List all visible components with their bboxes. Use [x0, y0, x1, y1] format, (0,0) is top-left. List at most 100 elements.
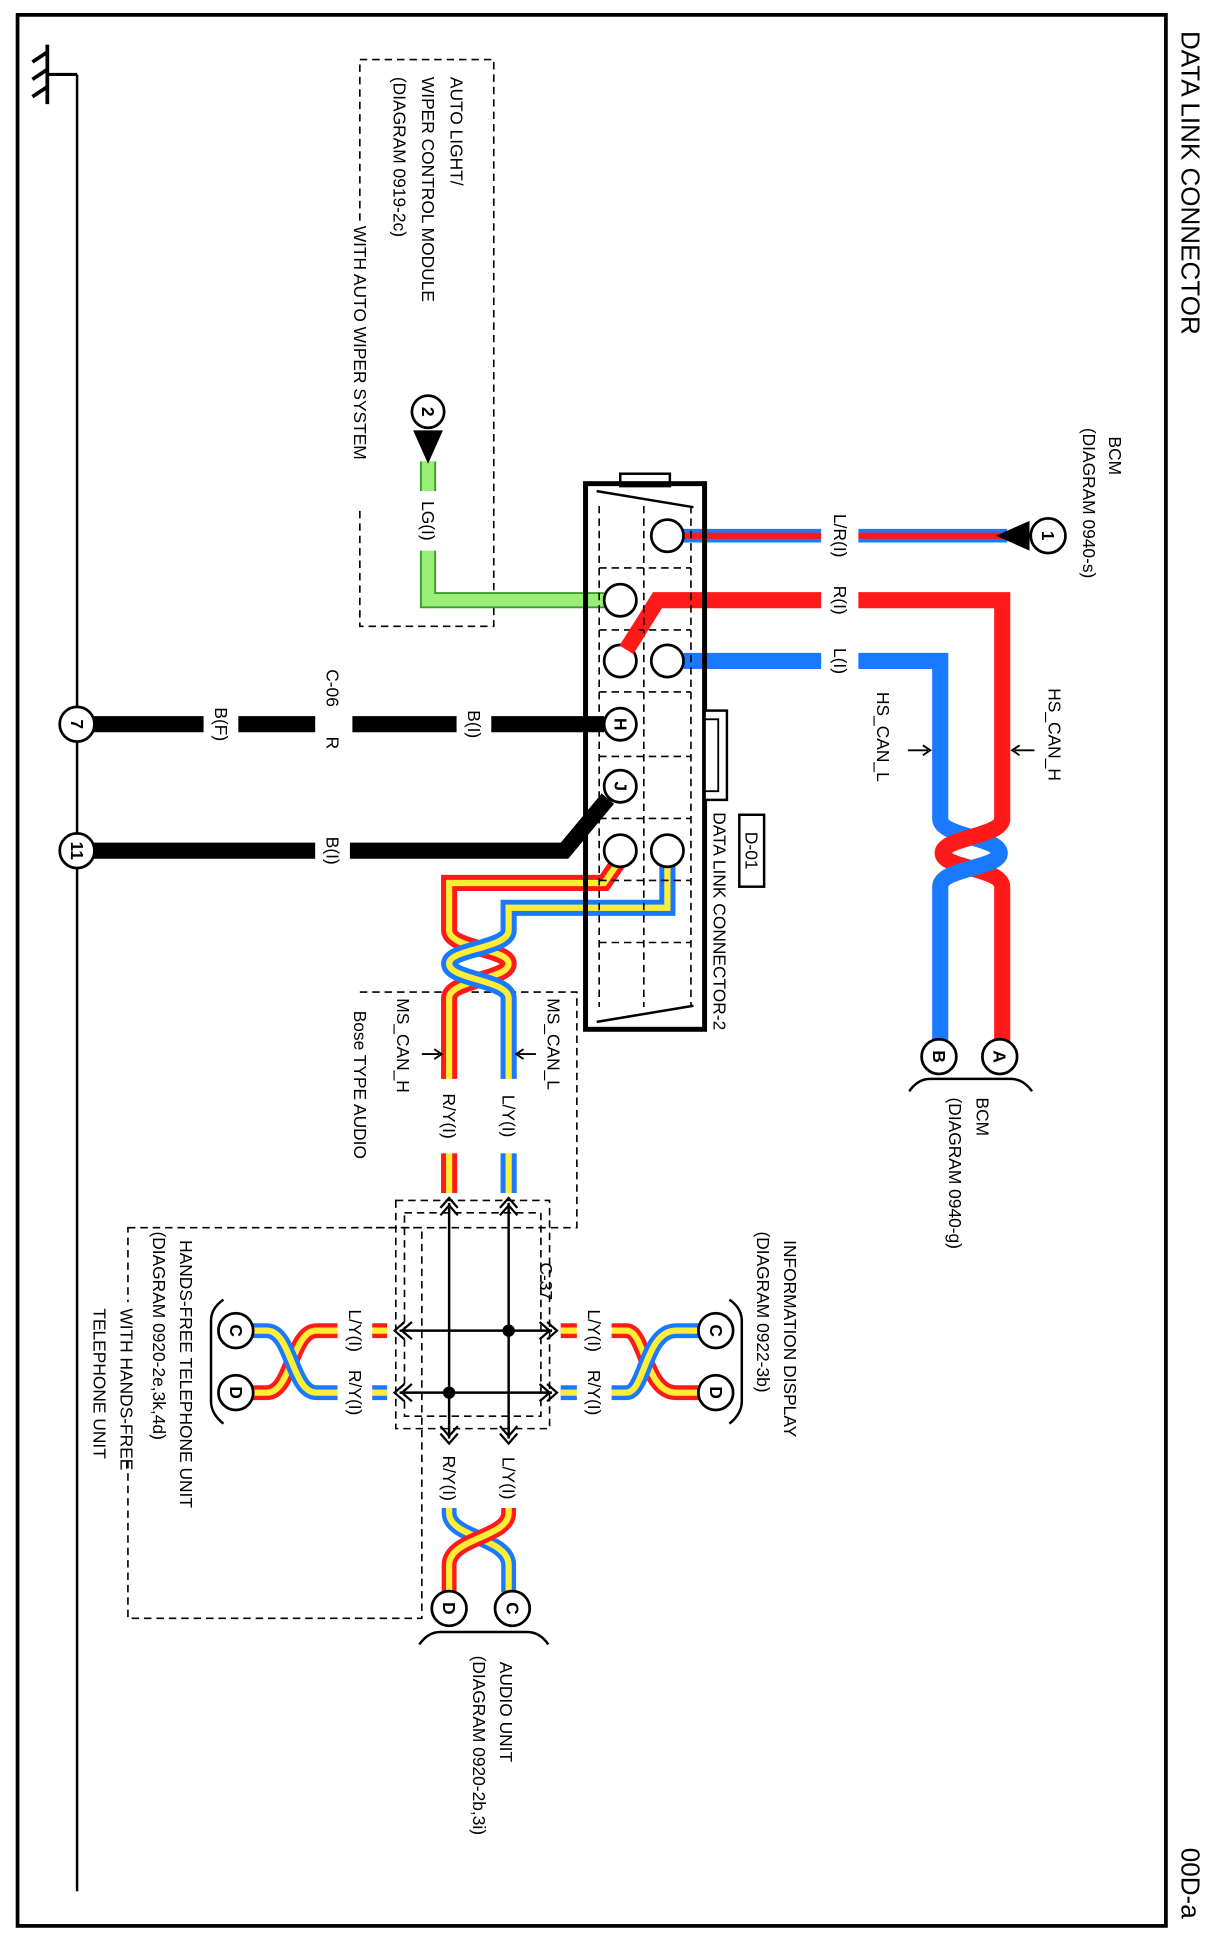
- ground-terminal-11[interactable]: [58, 832, 96, 870]
- condition-gap: [349, 220, 370, 506]
- connector-name: DATA LINK CONNECTOR-2: [709, 812, 729, 1030]
- info-terminal-c-label: C: [706, 1324, 726, 1337]
- data-link-connector[interactable]: [583, 472, 729, 1032]
- info-terminal-d[interactable]: [697, 1373, 735, 1412]
- hands-free-ref: (DIAGRAM 0920-2e,3k,4d): [149, 1231, 169, 1439]
- bcm-terminal-a-label: A: [990, 1050, 1010, 1063]
- wiper-terminal-2[interactable]: [410, 394, 446, 430]
- splice-dot: [502, 1324, 515, 1337]
- bracket: [418, 1630, 550, 1646]
- page-border: [15, 13, 1168, 1928]
- bcm-terminal-1-label: 1: [1038, 531, 1058, 541]
- hands-free-condition-1: WITH HANDS-FREE: [117, 1308, 137, 1470]
- info-display-ref: (DIAGRAM 0922-3b): [753, 1231, 773, 1392]
- bose-audio-box: [359, 991, 578, 1229]
- pin-j-label: J: [610, 781, 630, 791]
- wire-audio-unit: [441, 1448, 517, 1593]
- wire-label-info-h: R/Y(I): [584, 1370, 604, 1415]
- wire-label-l: L(I): [830, 648, 850, 674]
- signal-ms-can-l: MS_CAN_L: [543, 998, 563, 1090]
- signal-ms-can-h: MS_CAN_H: [393, 998, 413, 1093]
- hf-terminal-c[interactable]: [217, 1311, 255, 1350]
- bcm-top-ref: (DIAGRAM 0940-s): [1079, 428, 1099, 578]
- wire-label-b-j: B(I): [323, 837, 343, 865]
- connector-code: D-01: [742, 832, 762, 870]
- bcm-terminal-a[interactable]: [981, 1037, 1019, 1076]
- arrow-icon: [1010, 744, 1035, 757]
- wire-label-audio-h: R/Y(I): [439, 1456, 459, 1501]
- wire-r-entry: [619, 625, 646, 655]
- audio-terminal-d[interactable]: [430, 1589, 468, 1628]
- hands-free-box: [127, 1226, 423, 1620]
- wiper-line3: (DIAGRAM 0919-2c): [390, 77, 410, 237]
- ground-terminal-11-label: 11: [67, 842, 87, 861]
- hf-gap: [116, 1302, 137, 1458]
- wiper-condition: WITH AUTO WIPER SYSTEM: [350, 226, 370, 460]
- wire-b-j: [77, 793, 615, 859]
- bcm-top-name: BCM: [1105, 437, 1125, 476]
- wire-label-b-h: B(I): [464, 710, 484, 738]
- signal-hs-can-h: HS_CAN_H: [1044, 688, 1064, 781]
- page-title: DATA LINK CONNECTOR: [1176, 31, 1206, 335]
- wire-label-hf-l: L/Y(I): [345, 1309, 365, 1351]
- hf-terminal-c-label: C: [226, 1324, 246, 1337]
- wire-hands-free: [251, 1323, 388, 1401]
- bracket: [728, 1298, 744, 1425]
- wire-label-b-f: B(F): [211, 707, 231, 741]
- audio-terminal-c[interactable]: [493, 1589, 532, 1628]
- hands-free-condition-2: TELEPHONE UNIT: [89, 1308, 109, 1459]
- bracket: [209, 1298, 225, 1425]
- bcm-terminal-1[interactable]: [1029, 517, 1067, 555]
- wiper-line2: WIPER CONTROL MODULE: [418, 77, 438, 302]
- wire-info-display: [560, 1323, 701, 1401]
- wire-label-info-l: L/Y(I): [584, 1309, 604, 1351]
- joint-c37-lines: [399, 1202, 553, 1439]
- wiper-terminal-2-label: 2: [418, 407, 438, 417]
- wire-lg-fill: [421, 461, 605, 607]
- wire-label-lg: LG(I): [418, 501, 438, 541]
- wire-lg: [419, 461, 605, 609]
- wire-label-ms-h: R/Y(I): [439, 1093, 459, 1138]
- connector-pins: [602, 518, 685, 869]
- wire-label-hf-h: R/Y(I): [345, 1370, 365, 1415]
- wire-label-ms-l: L/Y(I): [499, 1095, 519, 1137]
- hf-terminal-d[interactable]: [217, 1373, 255, 1412]
- joint-c06-label: C-06: [323, 669, 343, 707]
- wiper-line1: AUTO LIGHT/: [447, 77, 467, 186]
- signal-hs-can-l: HS_CAN_L: [873, 692, 893, 782]
- wire-label-audio-l: L/Y(I): [499, 1457, 519, 1499]
- wire-label-gaps: [203, 491, 859, 1508]
- info-display-name: INFORMATION DISPLAY: [780, 1240, 800, 1438]
- audio-terminal-c-label: C: [502, 1602, 522, 1615]
- hf-terminal-d-label: D: [226, 1386, 246, 1399]
- ground-terminal-7-label: 7: [67, 719, 87, 729]
- arrow-icon: [421, 1048, 444, 1060]
- splice-dot: [442, 1386, 456, 1399]
- audio-unit-name: AUDIO UNIT: [496, 1662, 516, 1763]
- bcm-bottom-name: BCM: [972, 1098, 992, 1137]
- bose-gap: [349, 1006, 370, 1221]
- wire-ms-can-h: [441, 858, 625, 1194]
- info-terminal-d-label: D: [706, 1386, 726, 1399]
- ground-terminal-7[interactable]: [58, 705, 96, 743]
- wire-ms-can-l: [441, 865, 676, 1194]
- joint-c37-box: [394, 1199, 551, 1430]
- arrow-icon: [907, 744, 932, 757]
- connector-code-box: [738, 813, 766, 888]
- hands-free-name: HANDS-FREE TELEPHONE UNIT: [176, 1240, 196, 1508]
- bracket: [908, 1077, 1033, 1093]
- audio-terminal-d-label: D: [439, 1602, 459, 1615]
- joint-c37-inner-box: [403, 1212, 542, 1418]
- bcm-terminal-b[interactable]: [920, 1037, 958, 1076]
- wire-r-twist: [934, 815, 1011, 857]
- joint-c06-side: R: [323, 737, 343, 750]
- bcm-bottom-ref: (DIAGRAM 0940-g): [945, 1098, 965, 1249]
- arrow-triangle-icon: [996, 520, 1030, 551]
- pin-h-label: H: [610, 718, 630, 731]
- arrow-icon: [514, 1048, 536, 1060]
- page-id: 00D-a: [1176, 1848, 1206, 1919]
- wire-l: [683, 652, 1008, 1042]
- info-terminal-c[interactable]: [697, 1311, 735, 1350]
- wire-label-lr: L/R(I): [830, 514, 850, 557]
